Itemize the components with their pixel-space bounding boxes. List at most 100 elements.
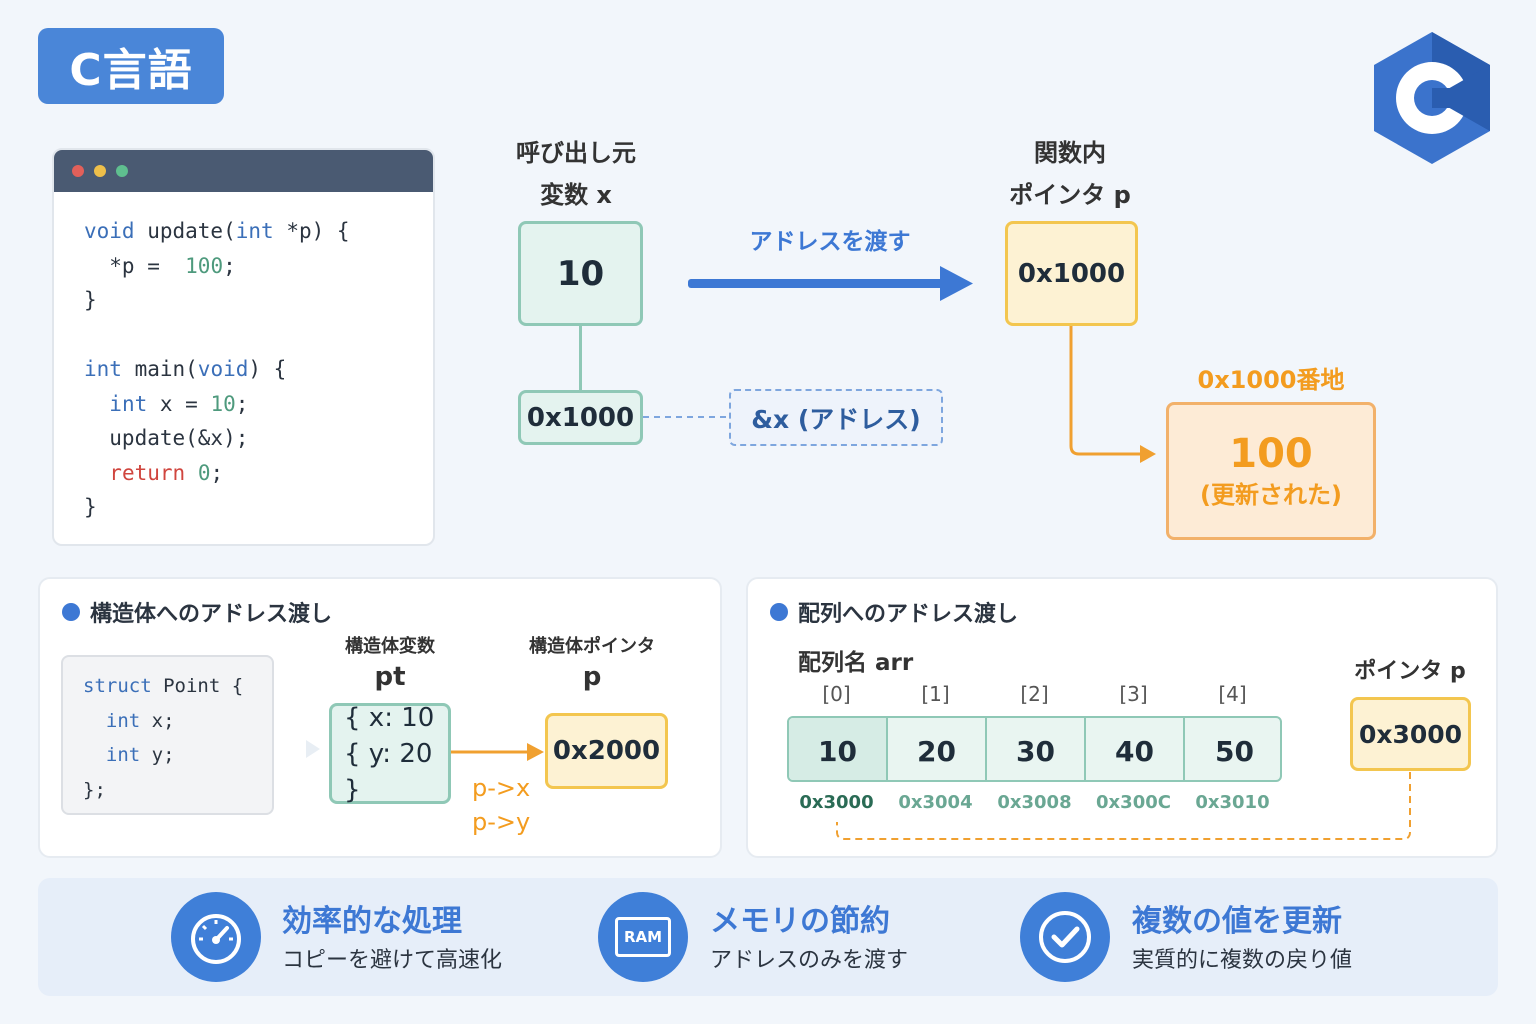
bullet-icon — [62, 603, 80, 621]
struct-ptr-box: 0x2000 — [545, 713, 668, 789]
deref-arrow-icon — [1069, 326, 1156, 463]
struct-code-block: struct Point { int x; int y;}; — [61, 655, 274, 815]
code-token: *p = — [84, 253, 186, 278]
code-token: 0 — [197, 460, 211, 485]
array-address-label: 0x3008 — [997, 792, 1072, 813]
array-index-label: [1] — [921, 682, 950, 706]
code-token — [84, 392, 109, 416]
array-index-label: [2] — [1020, 682, 1049, 706]
struct-arrow-icon — [451, 743, 544, 761]
code-token — [83, 744, 106, 766]
code-token: x = — [147, 391, 211, 416]
struct-field-y: { y: 20 } — [344, 738, 433, 805]
array-cell: 10 — [789, 718, 888, 780]
code-token: x; — [140, 709, 175, 732]
code-token: y; — [140, 744, 175, 766]
code-token — [84, 461, 109, 485]
benefit-3-sub: 実質的に複数の戻り値 — [1132, 948, 1353, 973]
code-line: } — [84, 283, 433, 318]
array-title-text: 配列へのアドレス渡し — [798, 602, 1019, 627]
struct-access-y: p->y — [472, 808, 531, 836]
page-title: C言語 — [38, 28, 224, 104]
array-ptr-box: 0x3000 — [1350, 697, 1471, 771]
code-token: void — [84, 219, 135, 243]
struct-panel-title: 構造体へのアドレス渡し — [62, 596, 332, 628]
window-titlebar — [54, 150, 433, 192]
benefit-1-sub: コピーを避けて高速化 — [282, 948, 503, 973]
target-memory-box: 100 (更新された) — [1166, 402, 1376, 540]
code-line: } — [84, 490, 433, 525]
code-window: void update(int *p) { *p = 100;}int main… — [52, 148, 435, 546]
small-arrow-icon — [306, 740, 320, 758]
code-line: int x = 10; — [84, 387, 433, 422]
struct-var-name: pt — [374, 662, 406, 692]
caller-address-box: 0x1000 — [518, 390, 643, 445]
code-token — [83, 710, 106, 732]
array-address-label: 0x300C — [1096, 792, 1171, 813]
code-token: int — [84, 357, 122, 381]
code-token: ) { — [248, 357, 287, 381]
struct-var-label: 構造体変数 — [345, 636, 435, 657]
array-cell: 30 — [987, 718, 1086, 780]
array-ptr-dashed-link — [836, 772, 1411, 840]
pass-arrow-label: アドレスを渡す — [749, 229, 911, 255]
array-address-label: 0x3004 — [898, 792, 973, 813]
struct-var-box: { x: 10 { y: 20 } — [329, 702, 451, 805]
caller-label-1: 呼び出し元 — [516, 139, 636, 167]
benefit-2-sub: アドレスのみを渡す — [710, 948, 909, 973]
connector-line — [579, 326, 582, 390]
ram-chip-label: RAM — [615, 917, 671, 957]
callee-pointer-box: 0x1000 — [1005, 221, 1138, 326]
bullet-icon — [770, 603, 788, 621]
code-block: void update(int *p) { *p = 100;}int main… — [54, 192, 433, 525]
benefit-3-title: 複数の値を更新 — [1132, 904, 1342, 939]
close-dot-icon — [72, 165, 84, 177]
benefits-bar — [38, 878, 1498, 996]
code-line: int y; — [83, 740, 272, 775]
code-token: 100 — [185, 253, 224, 278]
code-line: return 0; — [84, 456, 433, 491]
struct-ptr-name: p — [582, 662, 602, 692]
minimize-dot-icon — [94, 165, 106, 177]
code-token: 10 — [210, 391, 236, 416]
code-token: }; — [83, 778, 106, 801]
caller-value-box: 10 — [518, 221, 643, 326]
code-line: update(&x); — [84, 421, 433, 456]
target-value: 100 — [1229, 431, 1313, 477]
code-token: int — [235, 219, 274, 243]
code-token: } — [84, 495, 97, 519]
pass-arrow-icon — [688, 266, 973, 301]
code-line — [84, 318, 433, 353]
target-note: (更新された) — [1200, 481, 1342, 509]
code-line: }; — [83, 775, 272, 810]
code-token: } — [84, 288, 97, 312]
array-cell: 20 — [888, 718, 987, 780]
target-address-label: 0x1000番地 — [1197, 366, 1345, 394]
array-panel-title: 配列へのアドレス渡し — [770, 596, 1018, 628]
code-line: int main(void) { — [84, 352, 433, 387]
check-circle-icon — [1020, 892, 1110, 982]
ram-chip-icon: RAM — [598, 892, 688, 982]
array-cell: 50 — [1215, 734, 1254, 768]
code-token: ; — [235, 391, 249, 416]
code-token: struct — [83, 675, 152, 697]
array-index-label: [4] — [1218, 682, 1247, 706]
array-address-label: 0x3010 — [1195, 792, 1270, 813]
array-ptr-label: ポインタ p — [1354, 659, 1466, 684]
struct-field-x: { x: 10 — [344, 702, 435, 733]
code-token: int — [109, 391, 148, 416]
caller-label-2: 変数 x — [540, 181, 612, 209]
benefit-1-title: 効率的な処理 — [282, 904, 462, 939]
array-indices: [0][1][2][3][4] — [787, 682, 1282, 712]
code-token: main( — [121, 357, 198, 381]
code-line: struct Point { — [83, 671, 272, 706]
array-cell: 40 — [1086, 718, 1185, 780]
dashed-connector — [643, 416, 731, 418]
code-line: *p = 100; — [84, 249, 433, 284]
code-token — [185, 461, 198, 485]
code-token: *p) { — [273, 219, 350, 243]
code-line: int x; — [83, 706, 272, 741]
array-index-label: [0] — [822, 682, 851, 706]
